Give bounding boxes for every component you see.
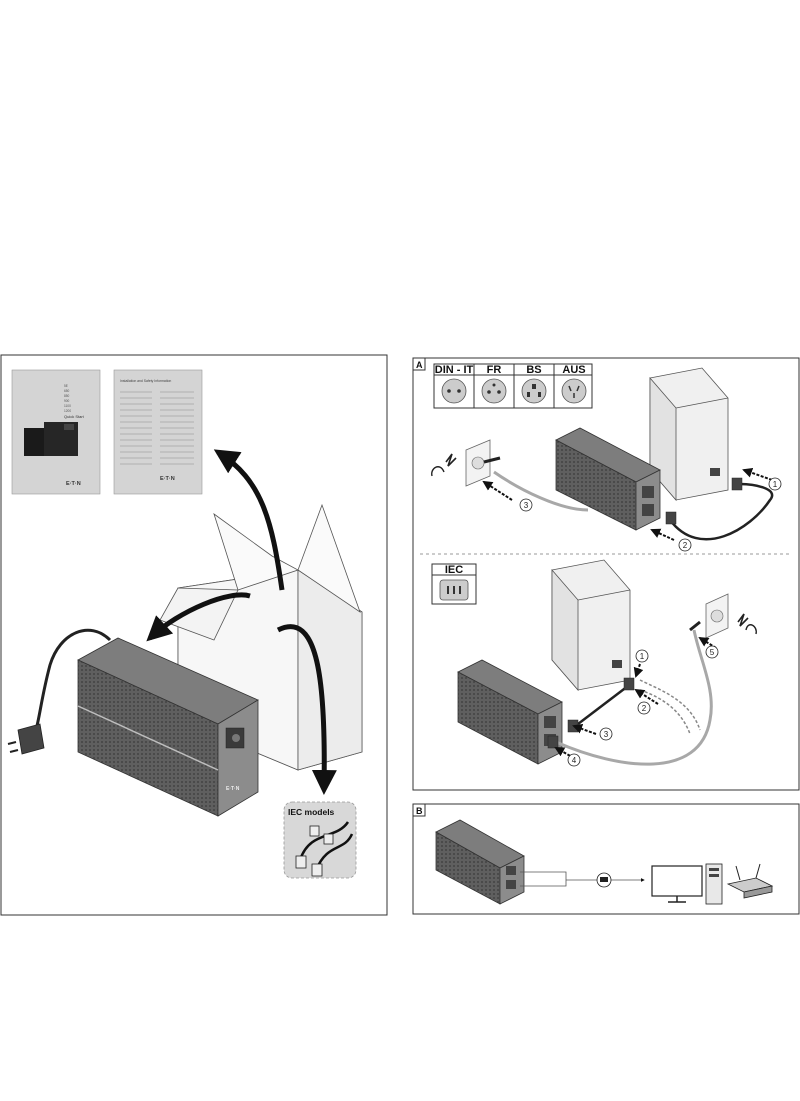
socket-type-fr: FR	[487, 364, 502, 376]
booklet-safety-title: Installation and Safety Information	[120, 379, 171, 383]
usb-link-line	[520, 871, 567, 887]
safety-info-booklet: Installation and Safety Information E·T·…	[113, 369, 203, 495]
din-socket-icon	[441, 378, 467, 404]
booklet-model-2: 650	[64, 389, 70, 393]
socket-types-strip: DIN - IT FR BS AUS	[433, 363, 593, 409]
panel-a-tag: A	[416, 360, 423, 370]
booklet-brand-logo: E·T·N	[66, 481, 81, 487]
booklet-model-1: 5E	[64, 384, 68, 388]
ups-unit-upper	[555, 427, 661, 531]
step-5-lower: 5	[710, 648, 715, 657]
unpack-iec-cables-arrow	[276, 624, 337, 795]
iec-models-inset: IEC models	[283, 801, 357, 879]
iec-label: IEC	[445, 564, 463, 576]
panel-b-frame	[412, 803, 800, 915]
step-1-upper: 1	[773, 480, 778, 489]
computer-tower-lower	[551, 559, 631, 692]
quick-start-booklet: 5E 650 850 900 1100 1200 Quick Start E·T…	[11, 369, 101, 495]
fr-socket-icon	[481, 378, 507, 404]
booklet-model-3: 850	[64, 394, 70, 398]
booklet-quick-start-title: Quick Start	[64, 414, 85, 419]
booklet-model-5: 1100	[64, 404, 71, 408]
unpack-booklets-arrow	[213, 449, 285, 591]
power-grid-icon-lower	[737, 613, 757, 635]
router-icon	[726, 863, 774, 899]
ups-power-cord	[34, 628, 112, 731]
iec-models-label: IEC models	[288, 807, 335, 817]
booklet-model-4: 900	[64, 399, 70, 403]
wall-outlet-upper	[465, 439, 491, 487]
step-4-lower: 4	[572, 756, 577, 765]
computer-tower-upper	[649, 367, 729, 502]
step-2-upper: 2	[683, 541, 688, 550]
ups-unit: E·T·N	[77, 637, 259, 817]
step-3-lower: 3	[604, 730, 609, 739]
computer-tower-icon	[705, 863, 723, 905]
bs-socket-icon	[521, 378, 547, 404]
aus-socket-icon	[561, 378, 587, 404]
unpack-ups-arrow	[146, 592, 251, 642]
usb-connector-icon	[596, 872, 612, 888]
socket-type-aus: AUS	[562, 364, 585, 376]
ups-brand-logo: E·T·N	[226, 786, 240, 792]
monitor-icon	[651, 865, 703, 903]
wall-outlet-lower	[705, 593, 729, 639]
socket-type-din-it: DIN - IT	[435, 364, 474, 376]
booklet-brand-logo-2: E·T·N	[160, 476, 175, 482]
ups-input-cord-lower	[555, 629, 713, 766]
power-grid-icon	[431, 453, 457, 477]
panel-b-tag: B	[416, 806, 423, 816]
ups-input-cord-upper	[493, 470, 589, 512]
step-1-lower: 1	[640, 652, 645, 661]
step-3-upper: 3	[524, 501, 529, 510]
pc-power-cable-upper	[669, 482, 774, 541]
step-2-lower: 2	[642, 704, 647, 713]
socket-type-bs: BS	[526, 364, 541, 376]
ups-unit-panel-b	[435, 819, 525, 905]
iec-socket-box: IEC	[431, 563, 477, 605]
booklet-model-6: 1200	[64, 409, 71, 413]
pc-power-cable-lower-dashed	[639, 679, 701, 731]
schuko-plug	[7, 723, 45, 755]
